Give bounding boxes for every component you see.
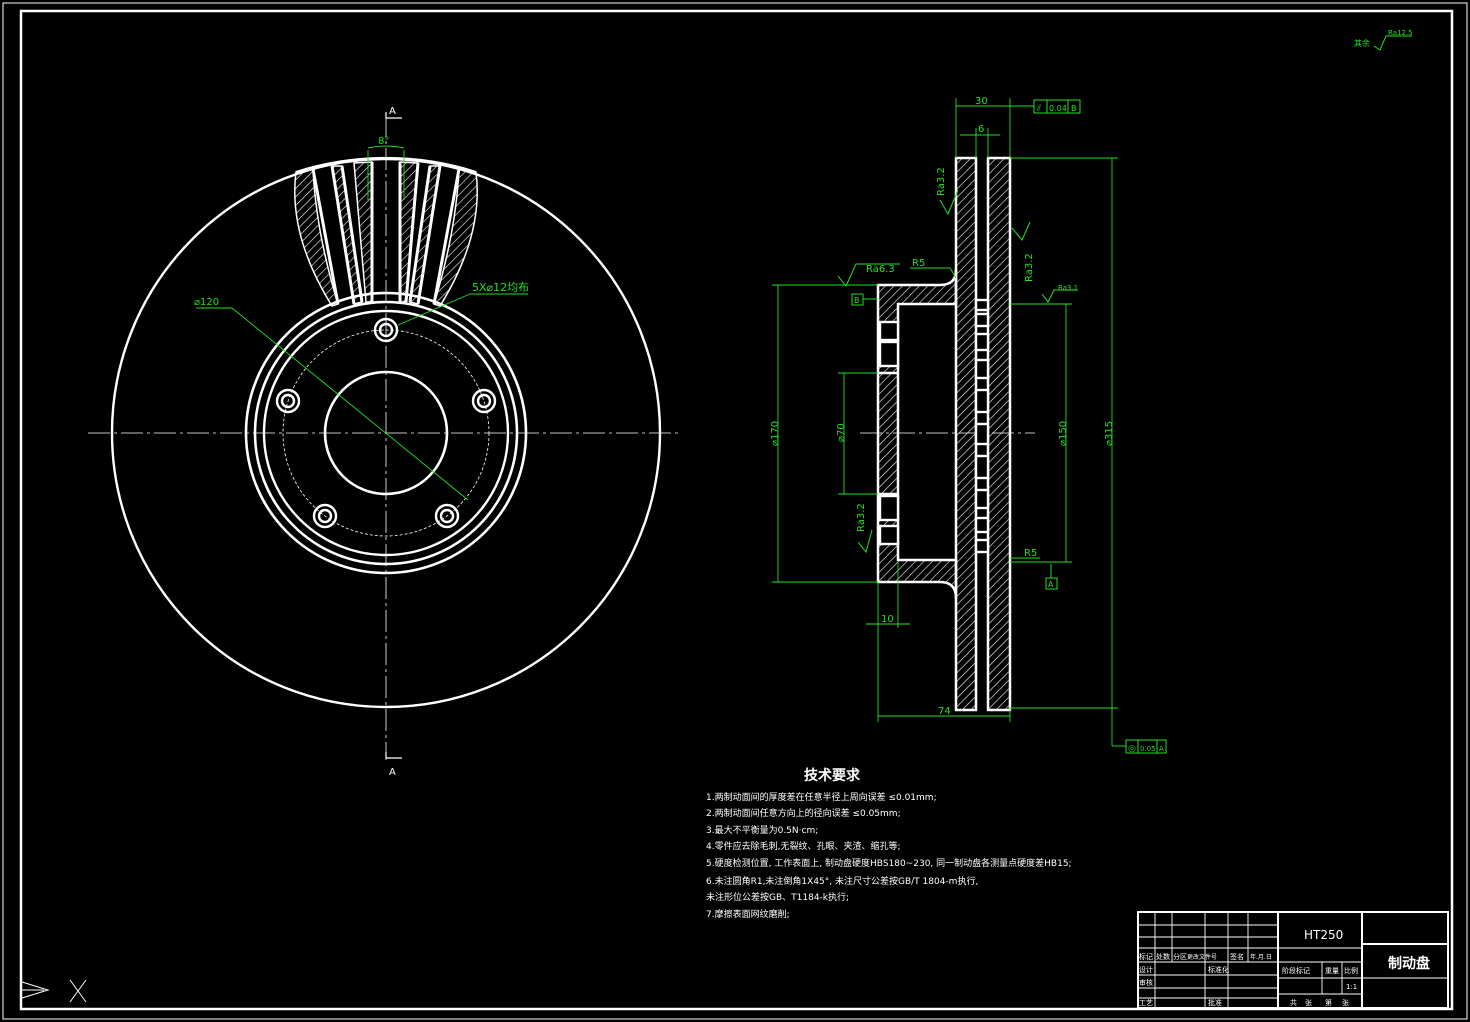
radius-label-2: R5 bbox=[1024, 548, 1037, 559]
roughness-3: Ra3.2 bbox=[1024, 253, 1035, 282]
roughness-5: Ra3.1 bbox=[1058, 284, 1078, 292]
pcd-dimension: ⌀120 bbox=[194, 297, 219, 308]
tb-scale: 1:1 bbox=[1346, 983, 1357, 991]
tol-bottom-datum: A bbox=[1159, 745, 1164, 753]
tech-req-item: 5.硬度检测位置, 工作表面上, 制动盘硬度HBS180~230, 同一制动盘各… bbox=[706, 857, 1072, 869]
section-label-top: A bbox=[389, 106, 396, 117]
ucs-icon bbox=[21, 979, 87, 1003]
tb-label: 设计 bbox=[1139, 965, 1153, 974]
inner-frame bbox=[19, 9, 1454, 1011]
tb-label: 张 bbox=[1342, 998, 1349, 1007]
tb-label: 更改文件号 bbox=[1187, 953, 1217, 961]
tol-top-datum: B bbox=[1071, 104, 1077, 113]
radius-label-1: R5 bbox=[912, 258, 925, 269]
tech-req-title: 技术要求 bbox=[804, 767, 861, 784]
corner-note-ra: Ra12.5 bbox=[1388, 29, 1413, 37]
tol-bottom-value: 0.05 bbox=[1140, 745, 1156, 753]
section-view: 30 6 ⫽ 0.04 B ⌀315 ◎ 0.05 A bbox=[770, 35, 1412, 754]
tech-req-item: 7.摩擦表面网纹磨削; bbox=[706, 908, 790, 920]
tb-part-name: 制动盘 bbox=[1388, 955, 1430, 972]
tech-requirements: 技术要求 1.两制动面间的厚度差在任意半径上周向误差 ≤0.01mm; 2.两制… bbox=[706, 767, 1072, 920]
title-block bbox=[1137, 911, 1449, 1009]
tb-label: 审核 bbox=[1139, 978, 1153, 987]
tech-req-item: 4.零件应去除毛刺,无裂纹、孔眼、夹渣、缩孔等; bbox=[706, 840, 900, 852]
tech-req-item: 未注形位公差按GB、T1184-k执行; bbox=[706, 891, 849, 903]
tol-bottom-symbol: ◎ bbox=[1128, 744, 1136, 754]
angle-dimension: 8° bbox=[378, 136, 389, 147]
roughness-1: Ra3.2 bbox=[936, 167, 947, 196]
tb-label: 标准化 bbox=[1208, 965, 1229, 974]
tb-label: 工艺 bbox=[1139, 999, 1153, 1007]
tb-label: 标记 bbox=[1139, 952, 1153, 961]
hole-note: 5X⌀12均布 bbox=[472, 281, 529, 294]
datum-a: A bbox=[1048, 580, 1054, 589]
tb-label: 批准 bbox=[1208, 998, 1222, 1007]
dim-10: 10 bbox=[881, 614, 894, 625]
roughness-4: Ra3.2 bbox=[856, 503, 867, 532]
dim-d150: ⌀150 bbox=[1058, 421, 1069, 446]
dim-6: 6 bbox=[978, 124, 984, 135]
tb-label: 年.月.日 bbox=[1250, 953, 1272, 961]
roughness-2: Ra6.3 bbox=[866, 264, 895, 275]
tb-label: 张 bbox=[1305, 998, 1312, 1007]
tb-label: 签名 bbox=[1230, 952, 1244, 961]
dim-d170: ⌀170 bbox=[770, 421, 781, 446]
tech-req-item: 6.未注圆角R1,未注倒角1X45°, 未注尺寸公差按GB/T 1804-m执行… bbox=[706, 875, 978, 887]
tech-req-item: 2.两制动面间任意方向上的径向误差 ≤0.05mm; bbox=[706, 807, 901, 819]
dim-74: 74 bbox=[938, 706, 951, 717]
front-view: A A 8° ⌀120 5X⌀12均布 bbox=[88, 106, 680, 778]
dim-30: 30 bbox=[975, 96, 988, 107]
datum-b: B bbox=[854, 296, 860, 305]
corner-note-text: 其余 bbox=[1354, 38, 1370, 48]
tb-label: 处数 bbox=[1156, 952, 1170, 961]
dim-d70: ⌀70 bbox=[836, 423, 847, 442]
tb-label: 重量 bbox=[1325, 967, 1339, 975]
section-label-bottom: A bbox=[389, 767, 396, 778]
tb-label: 比例 bbox=[1344, 966, 1358, 975]
tech-req-item: 3.最大不平衡量为0.5N·cm; bbox=[706, 824, 818, 836]
dim-d315: ⌀315 bbox=[1104, 421, 1115, 446]
tol-top-value: 0.04 bbox=[1049, 104, 1067, 113]
tb-label: 第 bbox=[1325, 998, 1332, 1007]
tb-label: 分区 bbox=[1173, 952, 1187, 961]
tb-label: 阶段标记 bbox=[1282, 966, 1310, 975]
tb-material: HT250 bbox=[1304, 928, 1343, 942]
tech-req-item: 1.两制动面间的厚度差在任意半径上周向误差 ≤0.01mm; bbox=[706, 791, 937, 803]
tb-label: 共 bbox=[1290, 998, 1297, 1007]
tol-top-symbol: ⫽ bbox=[1036, 104, 1041, 114]
